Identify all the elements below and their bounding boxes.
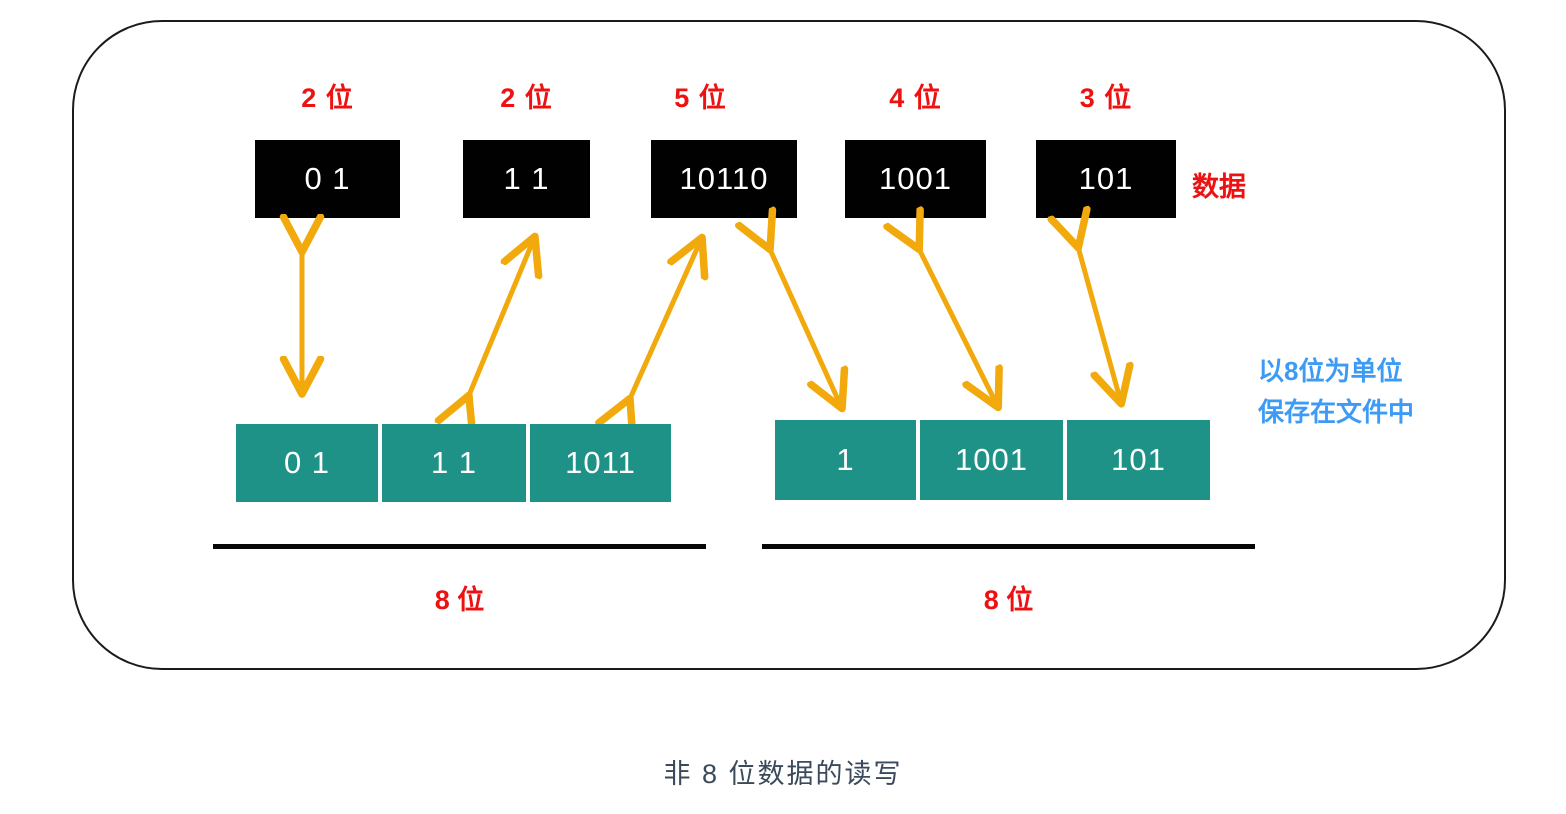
- data-row-label: 数据: [1192, 172, 1246, 202]
- bits-label-3: 5 位: [674, 83, 727, 113]
- diagram-frame: [72, 20, 1506, 670]
- byte-cell-2-1: 1: [775, 420, 916, 500]
- storage-note-line-1: 以8位为单位: [1258, 356, 1403, 386]
- bits-label-2: 2 位: [500, 83, 553, 113]
- byte-cell-2-2: 1001: [920, 420, 1063, 500]
- storage-note-line-2: 保存在文件中: [1258, 397, 1415, 427]
- byte-label-2: 8 位: [983, 585, 1034, 615]
- storage-note: 以8位为单位 保存在文件中: [1258, 351, 1414, 433]
- bits-label-5: 3 位: [1079, 83, 1133, 113]
- byte-cell-2-3: 101: [1067, 420, 1210, 500]
- data-box-5: 101: [1036, 140, 1176, 218]
- data-box-1: 0 1: [255, 140, 400, 218]
- byte-rule-2: [762, 544, 1255, 549]
- byte-cell-1-2: 1 1: [382, 424, 526, 502]
- data-box-4: 1001: [845, 140, 986, 218]
- byte-cell-1-3: 1011: [530, 424, 671, 502]
- bits-label-1: 2 位: [301, 83, 354, 113]
- figure-caption: 非 8 位数据的读写: [663, 759, 903, 789]
- byte-cell-1-1: 0 1: [236, 424, 378, 502]
- bits-label-4: 4 位: [889, 83, 942, 113]
- byte-rule-1: [213, 544, 706, 549]
- byte-label-1: 8 位: [434, 585, 485, 615]
- data-box-3: 10110: [651, 140, 797, 218]
- data-box-2: 1 1: [463, 140, 590, 218]
